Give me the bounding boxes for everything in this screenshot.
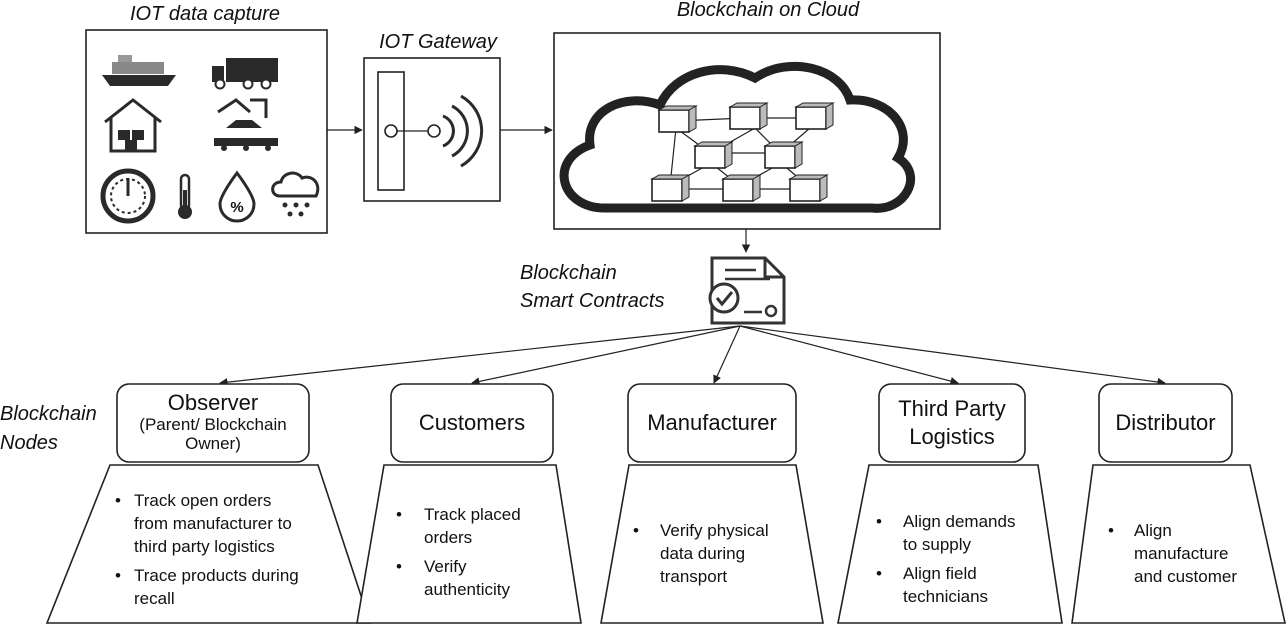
task-text: authenticity <box>424 580 510 599</box>
node-box <box>116 383 310 463</box>
blockchain-blocks <box>650 102 835 202</box>
humidity-percent-glyph: % <box>230 199 243 216</box>
task-text: to supply <box>903 535 972 554</box>
task-text: recall <box>134 589 175 608</box>
task-text: Track open orders <box>134 491 271 510</box>
task-bullet: • <box>396 557 402 576</box>
node-title: Third Party <box>898 396 1006 421</box>
wireless-signal-icon <box>442 94 484 168</box>
cloud-shape <box>559 61 915 213</box>
node-title: Manufacturer <box>647 410 777 435</box>
warehouse-icon <box>104 98 162 153</box>
task-text: data during <box>660 544 745 563</box>
task-bullet: • <box>633 521 639 540</box>
smart-contract-icon <box>708 256 786 325</box>
node-subtitle: (Parent/ Blockchain <box>139 415 286 434</box>
node-box <box>1098 383 1233 463</box>
task-text: Trace products during <box>134 566 299 585</box>
robot-arm-icon <box>214 98 278 151</box>
task-text: Track placed <box>424 505 521 524</box>
node-title: Customers <box>419 410 525 435</box>
rain-cloud-icon <box>271 171 320 217</box>
task-bullet: • <box>876 512 882 531</box>
block <box>693 141 734 169</box>
task-trapezoid <box>837 464 1063 624</box>
task-trapezoid <box>600 464 824 624</box>
node-subtitle: Owner) <box>185 434 241 453</box>
block <box>728 102 769 130</box>
task-text: orders <box>424 528 472 547</box>
block <box>721 174 762 202</box>
nodes-label-line1: Blockchain <box>0 403 97 425</box>
gauge-icon <box>100 168 156 224</box>
task-text: Align field <box>903 564 977 583</box>
task-bullet: • <box>396 505 402 524</box>
task-text: transport <box>660 567 727 586</box>
block <box>788 174 829 202</box>
task-text: from manufacturer to <box>134 514 292 533</box>
block <box>763 141 804 169</box>
nodes-label-line2: Nodes <box>0 432 58 454</box>
node-4: Distributor • Align manufacture and customer <box>1071 383 1286 624</box>
block <box>650 174 691 202</box>
task-bullet: • <box>876 564 882 583</box>
iot-gateway-box <box>363 57 501 202</box>
iot-capture-title: IOT data capture <box>130 3 280 25</box>
node-title: Distributor <box>1115 410 1215 435</box>
node-title: Observer <box>168 390 258 415</box>
node-2: Manufacturer • Verify physical data during t… <box>600 383 824 624</box>
contracts-label-line1: Blockchain <box>520 262 617 284</box>
block <box>657 105 698 133</box>
thermometer-icon <box>178 173 192 219</box>
task-text: Align <box>1134 521 1172 540</box>
task-trapezoid <box>1071 464 1286 624</box>
contracts-label-line2: Smart Contracts <box>520 290 664 312</box>
block <box>794 102 835 130</box>
node-box <box>627 383 797 463</box>
truck-icon <box>212 58 278 90</box>
task-text: and customer <box>1134 567 1237 586</box>
humidity-icon: % <box>218 170 256 223</box>
task-text: technicians <box>903 587 988 606</box>
ship-icon <box>102 55 176 86</box>
node-title: Logistics <box>909 424 995 449</box>
node-1: Customers • Track placed orders • Verify authe… <box>356 383 582 624</box>
node-box <box>878 383 1026 463</box>
task-bullet: • <box>115 566 121 585</box>
task-bullet: • <box>1108 521 1114 540</box>
task-text: manufacture <box>1134 544 1229 563</box>
task-text: third party logistics <box>134 537 275 556</box>
task-trapezoid <box>356 464 582 624</box>
task-text: Verify physical <box>660 521 769 540</box>
cloud-title: Blockchain on Cloud <box>677 0 860 21</box>
node-box <box>390 383 554 463</box>
iot-gateway-title: IOT Gateway <box>379 31 498 53</box>
cloud-box <box>553 32 941 230</box>
task-bullet: • <box>115 491 121 510</box>
iot-capture-box: % <box>85 29 328 234</box>
task-text: Verify <box>424 557 467 576</box>
task-text: Align demands <box>903 512 1015 531</box>
contract-to-nodes-arrows <box>219 325 1166 387</box>
